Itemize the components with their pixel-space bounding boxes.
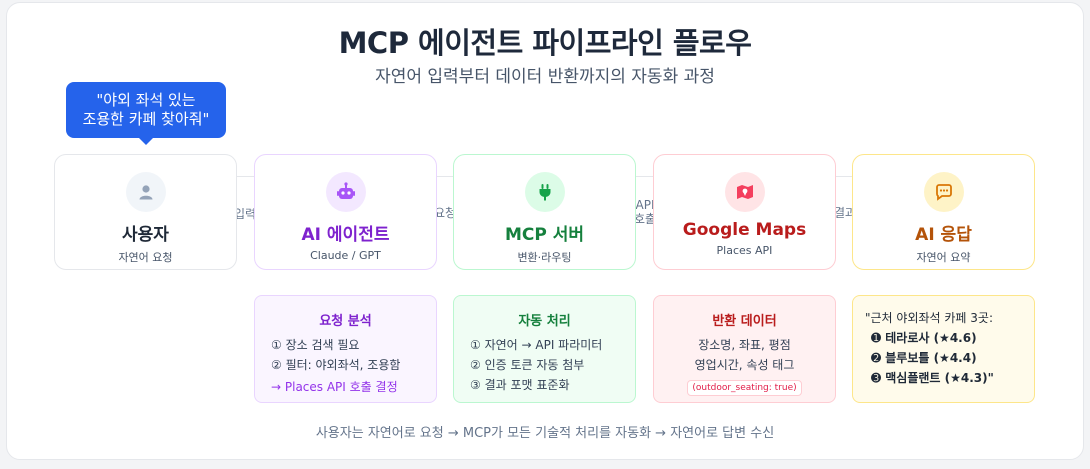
analysis-item-2: ② 필터: 야외좌석, 조용함 <box>271 358 401 372</box>
bubble-line-1: "야외 좌석 있는 <box>96 91 196 109</box>
analysis-list: ① 장소 검색 필요 ② 필터: 야외좌석, 조용함 → Places API … <box>255 335 436 397</box>
processing-item-3: ③ 결과 포맷 표준화 <box>470 378 570 392</box>
stage-subtitle-mcp-server: 변환·라우팅 <box>517 251 572 264</box>
page-title: MCP 에이전트 파이프라인 플로우 <box>338 26 752 60</box>
analysis-decision: → Places API 호출 결정 <box>271 380 398 394</box>
returned-line-1: 장소명, 좌표, 평점 <box>698 338 791 352</box>
stage-subtitle-google-maps: Places API <box>716 244 773 257</box>
connector-line-4 <box>834 176 852 177</box>
connector-line-3 <box>635 176 653 177</box>
stage-card-mcp-server: MCP 서버 변환·라우팅 <box>453 154 636 270</box>
connector-label-request: 요청 <box>431 206 459 220</box>
stage-subtitle-user: 자연어 요청 <box>118 251 173 264</box>
connector-label-input: 입력 <box>231 207 259 221</box>
attribute-tag: (outdoor_seating: true) <box>687 380 802 396</box>
detail-title-processing: 자동 처리 <box>518 314 571 329</box>
connector-label-call: 호출 <box>633 212 657 226</box>
detail-box-ai-response: "근처 야외좌석 카페 3곳: ➊ 테라로사 (★4.6) ➋ 블루보틀 (★4… <box>852 295 1035 403</box>
response-list: "근처 야외좌석 카페 3곳: ➊ 테라로사 (★4.6) ➋ 블루보틀 (★4… <box>853 308 1034 388</box>
stage-card-ai-response: AI 응답 자연어 요약 <box>852 154 1035 270</box>
response-intro: "근처 야외좌석 카페 3곳: <box>865 311 994 325</box>
response-item-2: ➋ 블루보틀 (★4.4) <box>871 351 977 365</box>
detail-box-request-analysis: 요청 분석 ① 장소 검색 필요 ② 필터: 야외좌석, 조용함 → Place… <box>254 295 437 403</box>
connector-line-1 <box>237 176 255 177</box>
plug-icon <box>524 172 565 212</box>
analysis-item-1: ① 장소 검색 필요 <box>271 338 360 352</box>
returned-tag-wrap: (outdoor_seating: true) <box>654 376 835 396</box>
stage-subtitle-ai-response: 자연어 요약 <box>916 251 971 264</box>
robot-icon <box>325 172 366 212</box>
processing-list: ① 자연어 → API 파라미터 ② 인증 토큰 자동 첨부 ③ 결과 포맷 표… <box>454 335 635 395</box>
detail-box-returned-data: 반환 데이터 장소명, 좌표, 평점 영업시간, 속성 태그 (outdoor_… <box>653 295 836 403</box>
user-request-bubble: "야외 좌석 있는 조용한 카페 찾아줘" <box>66 82 226 138</box>
map-icon <box>724 172 765 212</box>
user-icon <box>125 172 166 212</box>
stage-card-google-maps: Google Maps Places API <box>653 154 836 270</box>
chat-icon <box>923 172 964 212</box>
bubble-tail <box>138 137 154 145</box>
stage-subtitle-ai-agent: Claude / GPT <box>310 249 381 262</box>
stage-title-ai-response: AI 응답 <box>915 225 972 245</box>
detail-title-returned: 반환 데이터 <box>712 314 777 329</box>
stage-title-google-maps: Google Maps <box>682 220 807 240</box>
response-item-3: ➌ 맥심플랜트 (★4.3)" <box>871 371 994 385</box>
detail-box-auto-processing: 자동 처리 ① 자연어 → API 파라미터 ② 인증 토큰 자동 첨부 ③ 결… <box>453 295 636 403</box>
stage-title-mcp-server: MCP 서버 <box>504 225 585 245</box>
stage-card-ai-agent: AI 에이전트 Claude / GPT <box>254 154 437 270</box>
stage-card-user: 사용자 자연어 요청 <box>54 154 237 270</box>
returned-line-2: 영업시간, 속성 태그 <box>694 358 795 372</box>
detail-title-analysis: 요청 분석 <box>319 314 372 329</box>
processing-item-2: ② 인증 토큰 자동 첨부 <box>470 358 585 372</box>
response-item-1: ➊ 테라로사 (★4.6) <box>871 331 977 345</box>
connector-label-api: API <box>635 198 655 212</box>
flow-summary-footer: 사용자는 자연어로 요청 → MCP가 모든 기술적 처리를 자동화 → 자연어… <box>315 426 775 441</box>
bubble-line-2: 조용한 카페 찾아줘" <box>82 110 210 128</box>
page-subtitle: 자연어 입력부터 데이터 반환까지의 자동화 과정 <box>375 67 715 87</box>
processing-item-1: ① 자연어 → API 파라미터 <box>470 338 603 352</box>
returned-list: 장소명, 좌표, 평점 영업시간, 속성 태그 (outdoor_seating… <box>654 335 835 396</box>
connector-line-2 <box>436 176 454 177</box>
stage-title-user: 사용자 <box>122 225 169 245</box>
stage-title-ai-agent: AI 에이전트 <box>301 225 390 245</box>
